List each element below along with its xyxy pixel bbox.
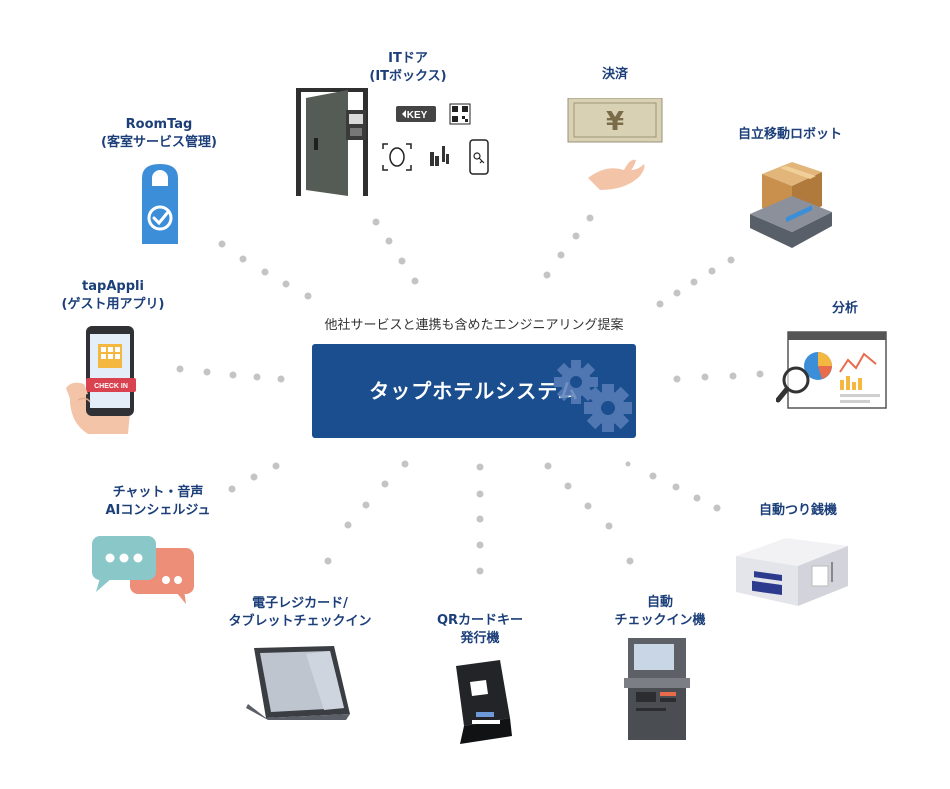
node-label-roomtag: RoomTag (客室サービス管理): [101, 117, 217, 150]
node-label-kiosk: 自動 チェックイン機: [614, 595, 706, 628]
checkin-kiosk-icon: [624, 638, 690, 740]
node-label-tablet: 電子レジカード/ タブレットチェックイン: [228, 596, 372, 629]
center-subtitle: 他社サービスと連携も含めたエンジニアリング提案: [324, 318, 624, 333]
it-door-icon: KEY: [296, 88, 489, 196]
tap-hotel-system-box: タップホテルシステム: [312, 344, 636, 438]
delivery-robot-icon: [750, 162, 832, 248]
key-card-text: KEY: [407, 110, 428, 121]
yen-payment-icon: ¥: [567, 98, 663, 190]
chat-bubbles-icon: [92, 536, 194, 604]
checkin-button-text: CHECK IN: [94, 383, 128, 390]
node-label-itdoor: ITドア (ITボックス): [369, 51, 447, 84]
gears-icon: [554, 360, 632, 432]
qr-card-issuer-icon: [456, 660, 512, 744]
door-hanger-icon: [142, 164, 178, 244]
tablet-icon: [246, 646, 350, 720]
node-label-analysis: 分析: [831, 301, 859, 316]
node-label-changer: 自動つり銭機: [758, 503, 838, 518]
analytics-icon: [776, 331, 887, 409]
node-label-chat: チャット・音声 AIコンシェルジュ: [105, 485, 211, 518]
node-label-qr: QRカードキー 発行機: [436, 613, 524, 646]
node-label-payment: 決済: [601, 67, 629, 82]
yen-symbol: ¥: [606, 107, 624, 137]
smartphone-checkin-icon: CHECK IN: [66, 326, 136, 434]
node-label-robot: 自立移動ロボット: [737, 127, 843, 142]
node-label-tapappli: tapAppli (ゲスト用アプリ): [61, 279, 165, 312]
change-machine-icon: [736, 538, 848, 606]
center-title: タップホテルシステム: [369, 379, 579, 403]
